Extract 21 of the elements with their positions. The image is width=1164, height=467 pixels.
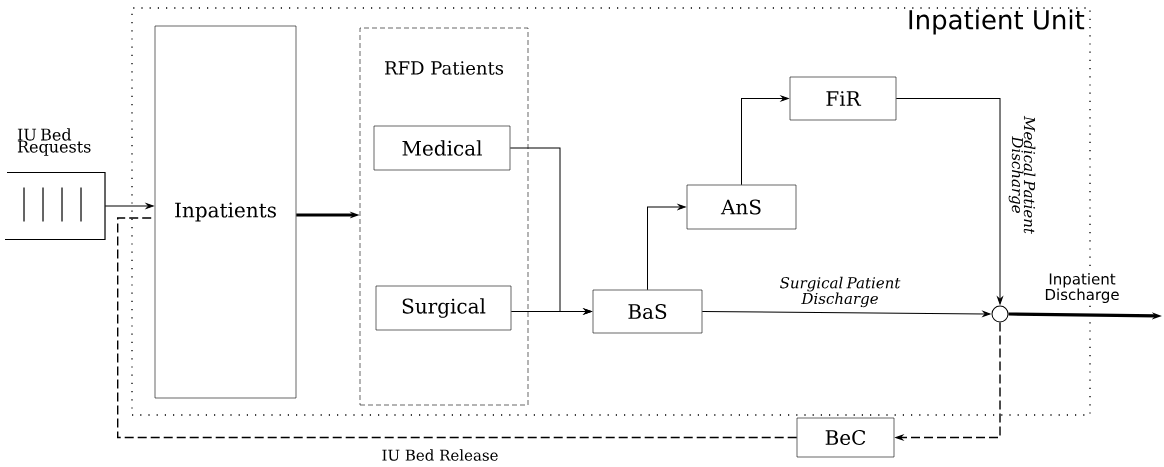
process-box: AnS [686, 184, 797, 230]
arrow [647, 204, 686, 291]
frame-title: RFD Patients [385, 61, 504, 75]
queue-label: IU Bed Requests [17, 128, 91, 156]
process-box: BaS [592, 289, 703, 334]
process-box: Surgical [375, 285, 512, 331]
arrow [510, 308, 592, 315]
edge-label: Inpatient Discharge [1033, 272, 1131, 304]
process-box: FiR [789, 76, 897, 121]
junction-circle [991, 305, 1009, 323]
frame-title: Inpatient Unit [909, 9, 1085, 35]
process-box: BeC [796, 417, 895, 458]
arrow [895, 98, 1003, 305]
edge-label: Medical Patient Discharge [1008, 115, 1036, 234]
arrow [104, 203, 154, 209]
process-box: Inpatients [154, 25, 297, 399]
process-box: Medical [373, 125, 511, 171]
arrow [741, 95, 789, 186]
edge-label: Surgical Patient Discharge [780, 276, 901, 308]
arrow [701, 311, 991, 317]
edge-label: IU Bed Release [382, 449, 498, 461]
